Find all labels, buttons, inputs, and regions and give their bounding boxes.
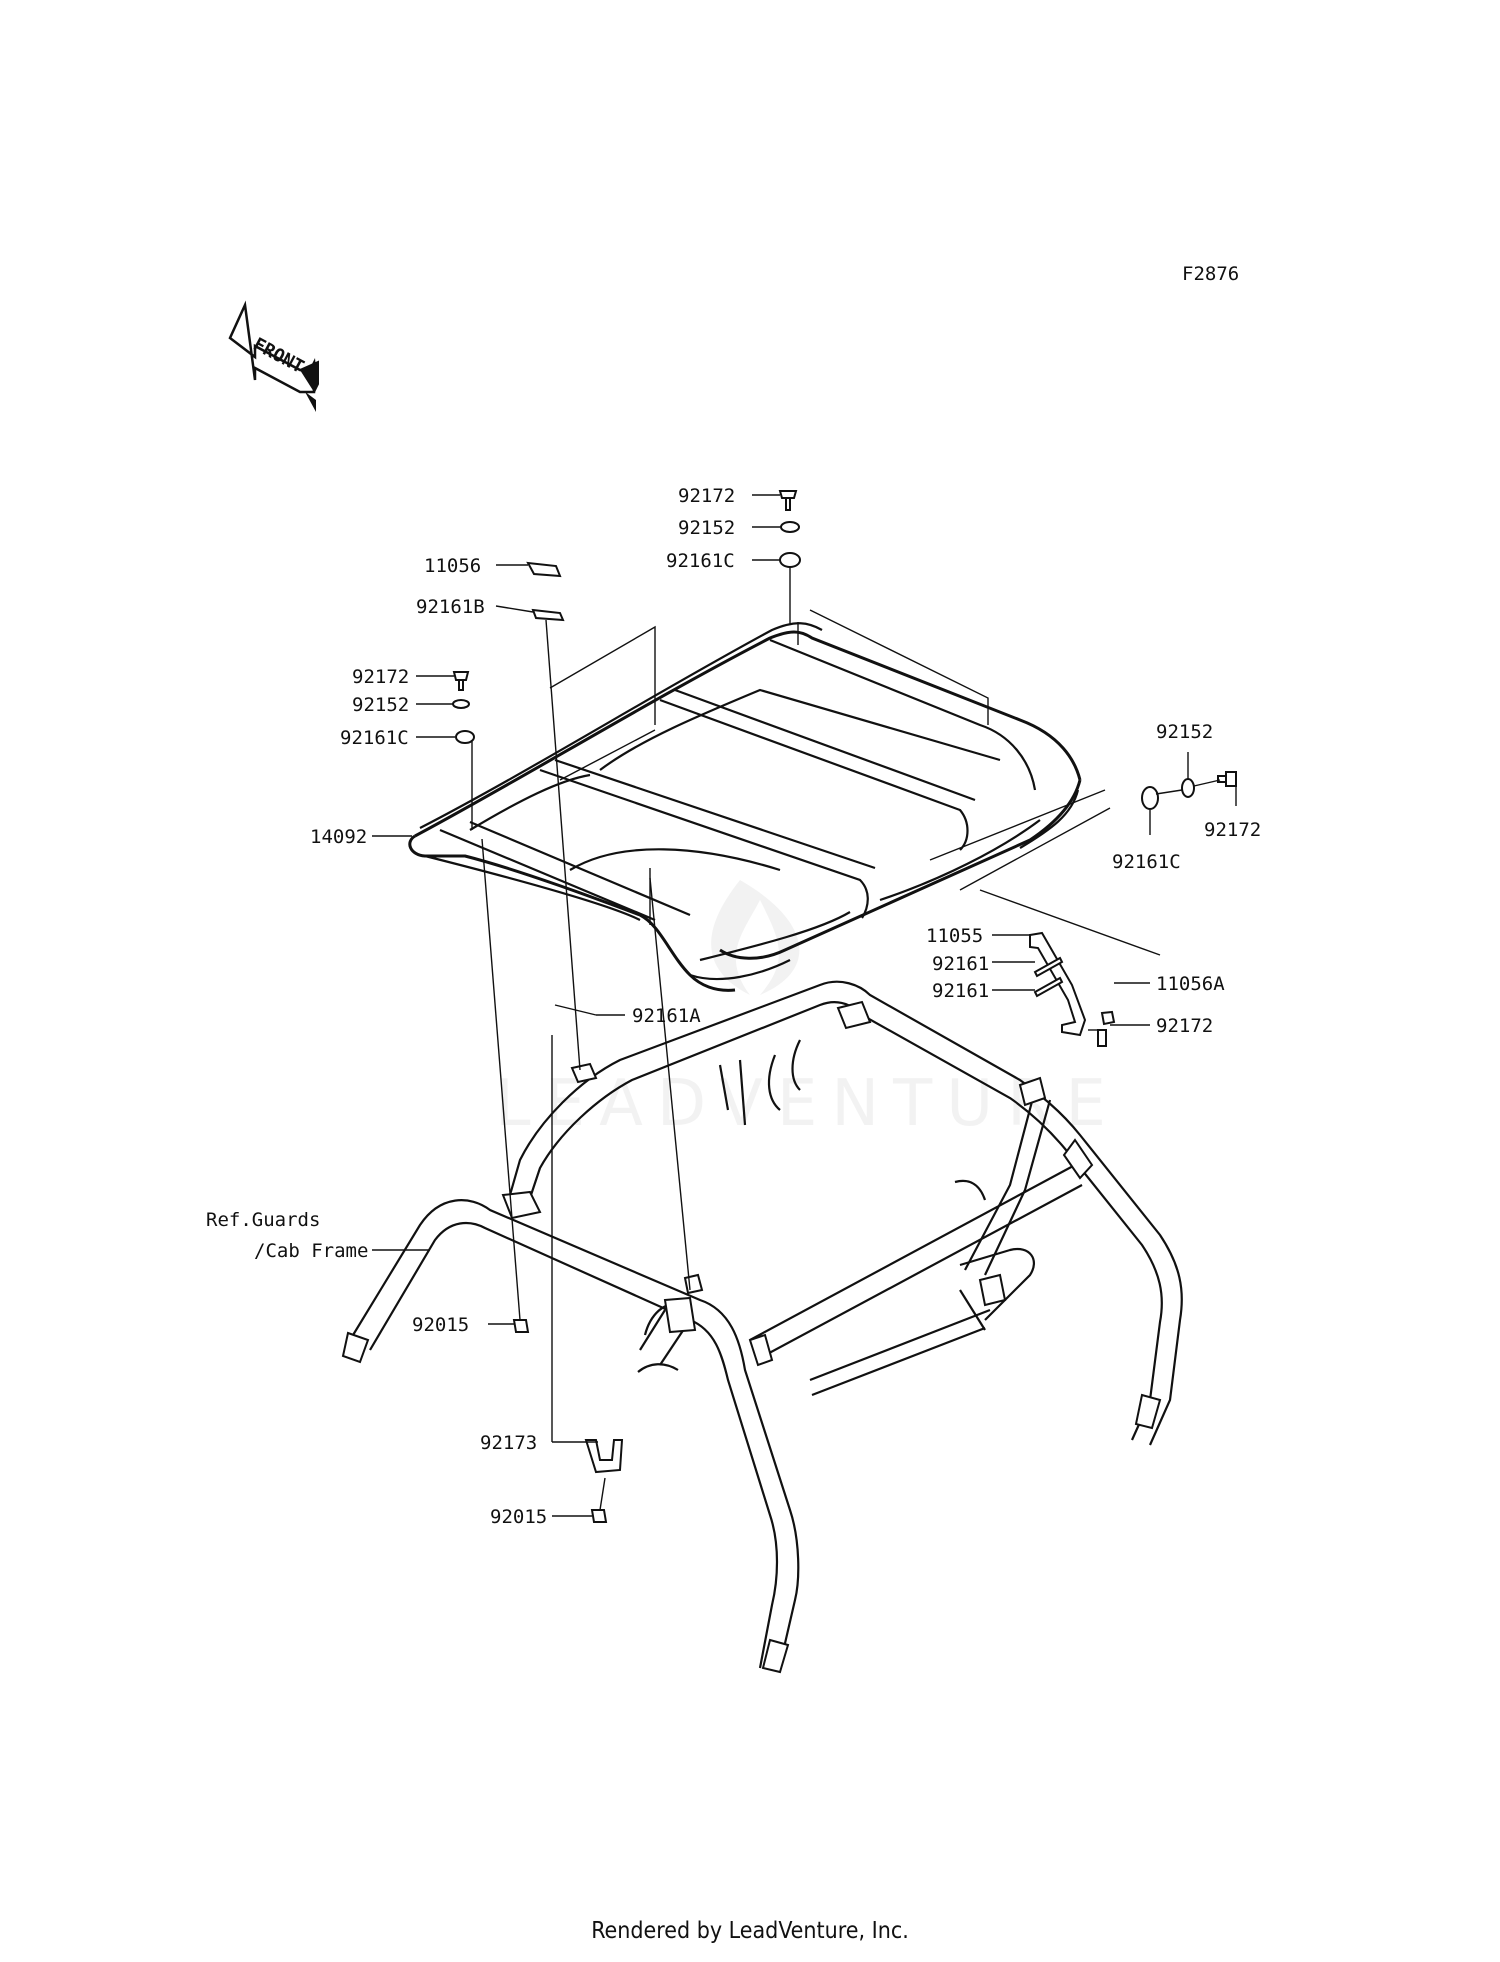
cab-frame [341, 980, 1183, 1674]
label-collar-left: 92161C [340, 727, 409, 749]
bracket-11056a [1100, 1010, 1116, 1026]
label-washer-top-center: 92152 [678, 517, 735, 539]
label-washer-right: 92152 [1156, 721, 1213, 743]
label-nut-lower: 92015 [490, 1506, 547, 1528]
bolt-top-center [778, 490, 798, 511]
label-bracket-11056a: 11056A [1156, 973, 1225, 995]
washer-right [1181, 778, 1195, 798]
label-bolt-top-center: 92172 [678, 485, 735, 507]
front-arrow-icon: FRONT [228, 300, 319, 412]
nut-left [512, 1319, 530, 1333]
label-washer-left: 92152 [352, 694, 409, 716]
label-bolt-left: 92172 [352, 666, 409, 688]
figure-code: F2876 [1182, 263, 1239, 285]
render-credit: Rendered by LeadVenture, Inc. [591, 1918, 909, 1944]
label-collar-right: 92161C [1112, 851, 1181, 873]
nut-lower [590, 1509, 608, 1523]
label-pad-92161-upper: 92161 [932, 953, 989, 975]
label-bolt-right: 92172 [1204, 819, 1261, 841]
bolt-left [452, 671, 470, 691]
label-bolt-bracket: 92172 [1156, 1015, 1213, 1037]
clamp-92173 [584, 1439, 624, 1474]
bolt-bracket [1097, 1029, 1107, 1047]
washer-left [452, 699, 470, 709]
label-pad-92161a: 92161A [632, 1005, 701, 1027]
washer-top-center [780, 521, 800, 533]
label-reference-line2: /Cab Frame [254, 1240, 368, 1262]
label-bracket-11055: 11055 [926, 925, 983, 947]
pad-92161b [531, 608, 565, 622]
pads-92161 [1033, 956, 1064, 998]
plate-11056 [526, 561, 562, 578]
collar-top-center [779, 552, 801, 568]
label-collar-top-center: 92161C [666, 550, 735, 572]
bolt-right [1217, 771, 1237, 787]
pad-92161a [570, 1062, 598, 1084]
label-pad-92161b: 92161B [416, 596, 485, 618]
collar-left [455, 730, 475, 744]
label-reference-line1: Ref.Guards [206, 1209, 320, 1231]
leader-lines [372, 494, 1237, 1517]
label-roof: 14092 [310, 826, 367, 848]
hardware-parts [452, 490, 1237, 1523]
bracket-11055 [1029, 931, 1087, 1037]
label-nut-left: 92015 [412, 1314, 469, 1336]
callout-labels: 92172 92152 92161C 11056 92161B 92172 92… [206, 485, 1261, 1528]
roof-panel [408, 609, 1161, 992]
collar-right [1141, 786, 1159, 810]
label-pad-92161-lower: 92161 [932, 980, 989, 1002]
label-plate-11056: 11056 [424, 555, 481, 577]
label-clamp-92173: 92173 [480, 1432, 537, 1454]
